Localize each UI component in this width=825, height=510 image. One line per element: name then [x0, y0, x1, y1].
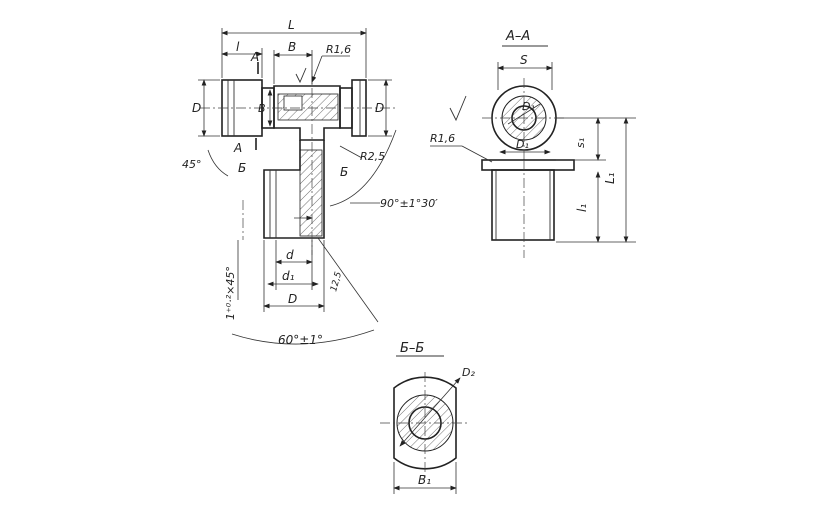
dim-l-label: l: [236, 40, 240, 54]
section-bb-title: Б–Б: [400, 341, 424, 356]
dim-L1-label: L₁: [603, 172, 617, 184]
dim-l1-label: l₁: [575, 204, 589, 212]
dim-B-inner-label: B: [258, 102, 266, 115]
dim-D2-label: D₂: [462, 366, 475, 379]
section-a-bottom-label: A: [233, 141, 242, 155]
dim-D-bottom-label: D: [288, 292, 297, 306]
radius-1-6-label: R1,6: [326, 43, 351, 56]
roughness-12-5-label: 12,5: [329, 271, 344, 293]
chamfer-label: 1⁺⁰·²×45°: [224, 266, 237, 320]
section-bb-view: Б–Б D₂ B₁: [380, 341, 475, 494]
roughness-mark: [295, 67, 307, 84]
dim-B1-label: B₁: [418, 473, 431, 487]
dim-D-left-label: D: [192, 101, 201, 115]
dim-D1-label: D₁: [516, 138, 529, 151]
section-a-top-label: A: [250, 50, 259, 64]
dim-S-label: S: [520, 53, 528, 67]
angle-45-label: 45°: [182, 158, 202, 171]
section-aa-title: А–А: [505, 29, 530, 44]
dim-D1-inner-label: D₁: [522, 100, 535, 113]
dim-L-label: L: [288, 18, 295, 32]
section-b-left-label: Б: [238, 161, 246, 175]
angle-60-label: 60°±1°: [278, 333, 323, 347]
dim-D-right-label: D: [375, 101, 384, 115]
angle-90-label: 90°±1°30′: [380, 197, 438, 210]
main-view: L l A B R1,6 D D B A: [182, 18, 438, 347]
dim-d-label: d: [286, 248, 294, 262]
dim-s1-label: s₁: [574, 138, 587, 148]
section-aa-view: А–А S D₁ R1,6 D₁ s₁: [430, 29, 636, 258]
dim-d1-label: d₁: [282, 269, 295, 283]
section-aa-radius-label: R1,6: [430, 132, 455, 145]
section-b-right-label: Б: [340, 165, 348, 179]
tee-body-outline: [221, 79, 367, 239]
roughness-mark-aa: [449, 95, 467, 122]
radius-2-5-label: R2,5: [360, 150, 385, 163]
dim-B-label: B: [288, 40, 296, 54]
